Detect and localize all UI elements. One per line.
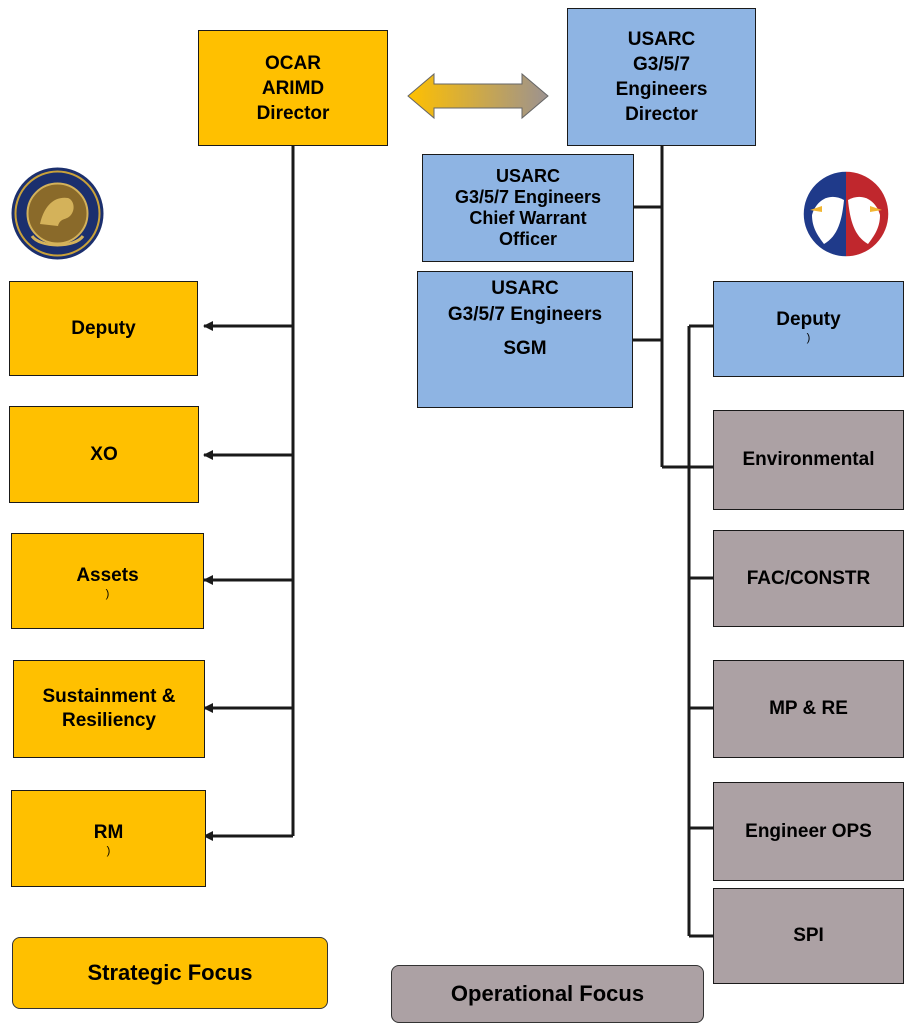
usarc-line-3: Engineers — [615, 79, 708, 100]
operational-focus-label: Operational Focus — [450, 981, 645, 1006]
left-item-label: XO — [90, 443, 118, 465]
right-item-deputy: Deputy ) — [713, 281, 904, 377]
right-item-engineer-ops: Engineer OPS — [713, 782, 904, 881]
usarc-line-2: G3/5/7 — [632, 54, 691, 75]
right-item-mp-re: MP & RE — [713, 660, 904, 758]
left-item-sustainment: Sustainment & Resiliency — [13, 660, 205, 758]
liaison-double-arrow — [407, 72, 549, 120]
left-item-label-2: Resiliency — [62, 710, 156, 731]
left-item-xo: XO — [9, 406, 199, 503]
sgm-line-3: SGM — [503, 338, 547, 359]
operational-focus-legend: Operational Focus — [391, 965, 704, 1023]
usarc-director-box: USARC G3/5/7 Engineers Director — [567, 8, 756, 146]
usarc-line-4: Director — [625, 104, 698, 125]
right-item-fac-constr: FAC/CONSTR — [713, 530, 904, 627]
ocar-line-3: Director — [256, 102, 330, 124]
right-item-sub: ) — [806, 332, 811, 344]
left-item-rm: RM ) — [11, 790, 206, 887]
right-item-label: Engineer OPS — [745, 820, 872, 842]
strategic-focus-legend: Strategic Focus — [12, 937, 328, 1009]
usarc-line-1: USARC — [627, 29, 696, 50]
right-item-label: FAC/CONSTR — [746, 567, 871, 589]
cwo-line-3: Chief Warrant — [469, 208, 587, 228]
left-item-sub: ) — [105, 588, 110, 600]
ocar-line-2: ARIMD — [261, 77, 325, 99]
cwo-line-1: USARC — [495, 166, 560, 186]
right-item-label: Environmental — [742, 449, 875, 470]
left-item-label: RM — [93, 822, 124, 843]
left-item-sub: ) — [106, 845, 111, 857]
cwo-line-4: Officer — [498, 229, 558, 249]
sgm-box: USARC G3/5/7 Engineers SGM — [417, 271, 633, 408]
eagle-emblem-icon — [802, 170, 890, 258]
sgm-line-2: G3/5/7 Engineers — [447, 304, 603, 325]
right-item-label: SPI — [793, 925, 824, 946]
ocar-director-box: OCAR ARIMD Director — [198, 30, 388, 146]
cwo-box: USARC G3/5/7 Engineers Chief Warrant Off… — [422, 154, 634, 262]
strategic-focus-label: Strategic Focus — [87, 960, 253, 985]
right-item-environmental: Environmental — [713, 410, 904, 510]
right-item-label: MP & RE — [769, 698, 848, 719]
left-item-label: Deputy — [71, 317, 136, 339]
sgm-line-1: USARC — [491, 278, 559, 299]
left-item-label-1: Sustainment & — [42, 686, 176, 707]
right-item-label: Deputy — [776, 309, 841, 330]
right-item-spi: SPI — [713, 888, 904, 984]
left-item-deputy: Deputy — [9, 281, 198, 376]
cwo-line-2: G3/5/7 Engineers — [454, 187, 602, 207]
left-item-label: Assets — [76, 565, 139, 586]
army-reserve-seal-icon — [10, 166, 105, 261]
ocar-line-1: OCAR — [265, 52, 321, 74]
left-item-assets: Assets ) — [11, 533, 204, 629]
